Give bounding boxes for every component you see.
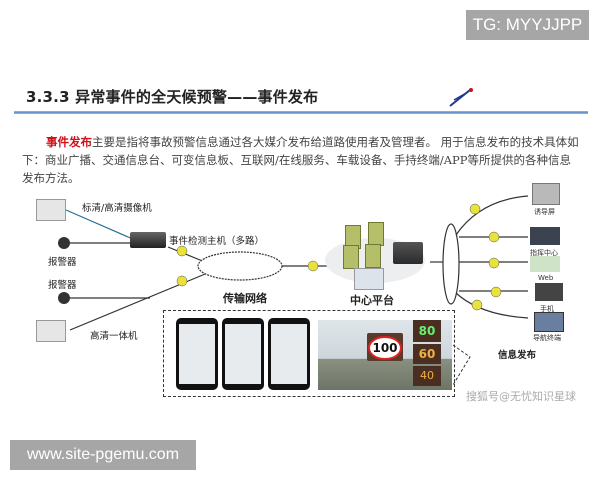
publish-label: 信息发布 <box>498 350 537 361</box>
emphasis-term: 事件发布 <box>46 135 92 149</box>
camera-bottom-label: 高清一体机 <box>90 331 138 342</box>
output-label: 导航终端 <box>533 334 561 342</box>
command-center-icon <box>530 227 560 245</box>
alarm-icon-top <box>58 237 70 249</box>
camera-top-label: 标清/高清摄像机 <box>82 203 152 214</box>
platform-label: 中心平台 <box>350 294 394 307</box>
speed-value: 60 <box>418 347 436 361</box>
speed-sign: 80 <box>413 320 441 342</box>
logo-icon <box>449 88 473 107</box>
phone-app-screenshot <box>268 318 310 390</box>
output-label: 指挥中心 <box>530 249 558 257</box>
server-icon <box>368 222 384 246</box>
speed-sign: 40 <box>413 366 441 386</box>
publish-examples-box <box>163 310 455 397</box>
phone-app-screenshot <box>222 318 264 390</box>
network-label: 传输网络 <box>223 292 267 305</box>
storage-icon <box>393 242 423 264</box>
alarm-icon-bottom <box>58 292 70 304</box>
speed-sign-board: 100 <box>367 333 403 361</box>
speed-sign: 60 <box>413 344 441 364</box>
source-watermark: 搜狐号@无忧知识星球 <box>466 390 576 403</box>
web-map-icon <box>530 256 560 272</box>
detector-host-icon <box>130 232 166 248</box>
alarm-top-label: 报警器 <box>48 257 77 268</box>
output-label: 手机 <box>540 305 554 313</box>
paragraph-text: 主要是指将事故预警信息通过各大媒介发布给道路使用者及管理者。 用于信息发布的技术… <box>22 135 579 185</box>
phone-app-screenshot <box>176 318 218 390</box>
monitor-icon <box>354 268 384 290</box>
guidance-screen-icon <box>532 183 560 205</box>
camera-icon-top <box>36 199 66 221</box>
detector-label: 事件检测主机（多路） <box>169 236 265 247</box>
site-url-badge[interactable]: www.site-pgemu.com <box>10 440 196 470</box>
camera-icon-bottom <box>36 320 66 342</box>
tg-badge: TG: MYYJJPP <box>466 10 589 40</box>
body-paragraph: 事件发布主要是指将事故预警信息通过各大媒介发布给道路使用者及管理者。 用于信息发… <box>22 133 582 187</box>
output-label: 诱导屏 <box>534 208 555 216</box>
speed-value: 80 <box>418 324 436 338</box>
mobile-phone-icon <box>535 283 563 301</box>
speed-value: 40 <box>420 369 434 382</box>
title-divider <box>14 111 588 114</box>
page-title: 3.3.3 异常事件的全天候预警——事件发布 <box>26 88 319 106</box>
alarm-bottom-label: 报警器 <box>48 280 77 291</box>
server-icon <box>343 245 359 269</box>
server-icon <box>365 244 381 268</box>
output-label: Web <box>538 274 554 282</box>
navigation-terminal-icon <box>534 312 564 332</box>
speed-limit: 100 <box>368 336 402 360</box>
